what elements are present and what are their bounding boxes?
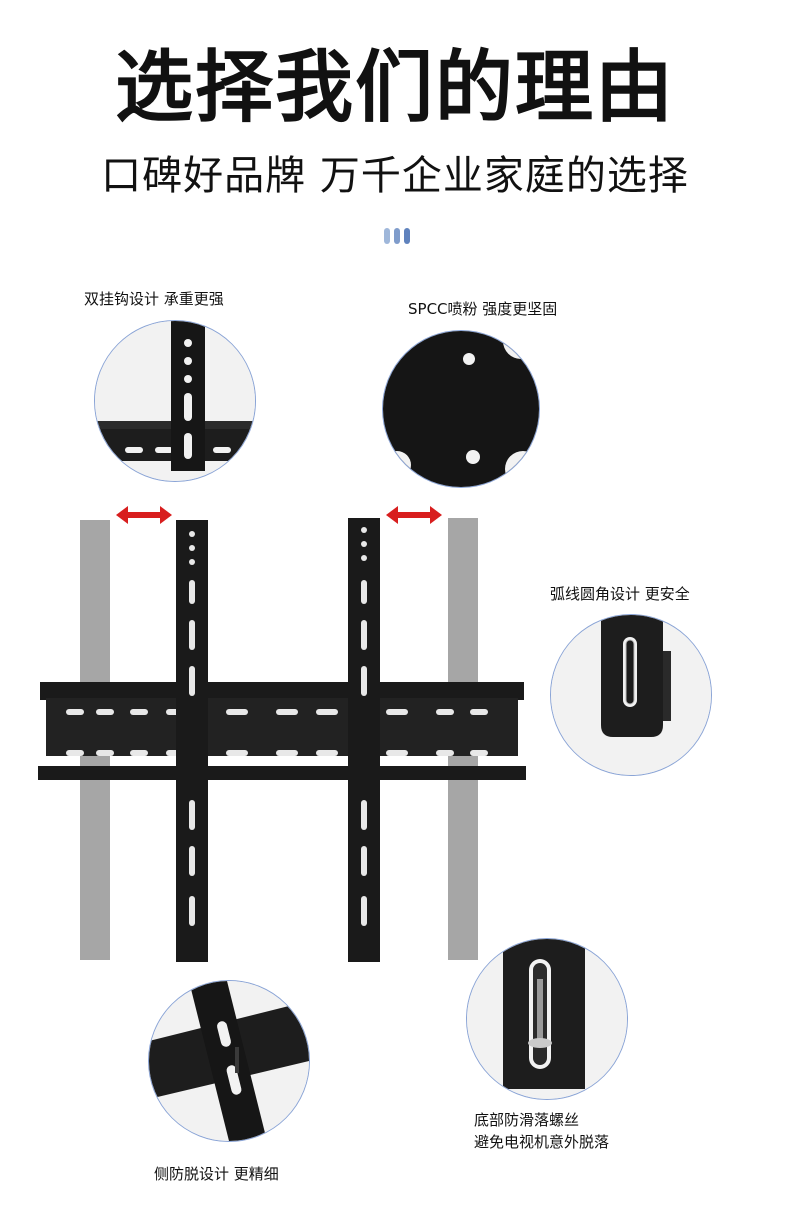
detail-circle-screw <box>466 938 628 1100</box>
feature-label-screw-1: 底部防滑落螺丝 <box>474 1111 580 1129</box>
double-arrow-icon <box>116 506 172 524</box>
detail-circle-anti-detach <box>148 980 310 1142</box>
decorative-dots <box>384 228 414 248</box>
hooks-detail-image <box>95 321 255 481</box>
page-subtitle: 口碑好品牌 万千企业家庭的选择 <box>101 153 689 199</box>
bracket-product-image <box>30 500 530 974</box>
black-arms <box>176 518 380 962</box>
bracket-illustration <box>38 506 526 962</box>
anti-detach-detail-image <box>149 981 309 1141</box>
spcc-detail-image <box>383 331 539 487</box>
dot-1 <box>384 228 390 244</box>
feature-label-anti-detach: 侧防脱设计 更精细 <box>154 1165 279 1183</box>
page-title: 选择我们的理由 <box>114 43 675 133</box>
feature-label-spcc: SPCC喷粉 强度更坚固 <box>408 300 558 318</box>
detail-circle-rounded <box>550 614 712 776</box>
screw-detail-image <box>467 939 627 1099</box>
double-arrow-icon <box>386 506 442 524</box>
feature-label-hooks: 双挂钩设计 承重更强 <box>84 290 224 308</box>
dot-3 <box>404 228 410 244</box>
detail-circle-spcc <box>382 330 540 488</box>
dot-2 <box>394 228 400 244</box>
rounded-detail-image <box>551 615 711 775</box>
feature-label-rounded: 弧线圆角设计 更安全 <box>550 585 690 603</box>
detail-circle-hooks <box>94 320 256 482</box>
feature-label-screw-2: 避免电视机意外脱落 <box>474 1133 610 1151</box>
